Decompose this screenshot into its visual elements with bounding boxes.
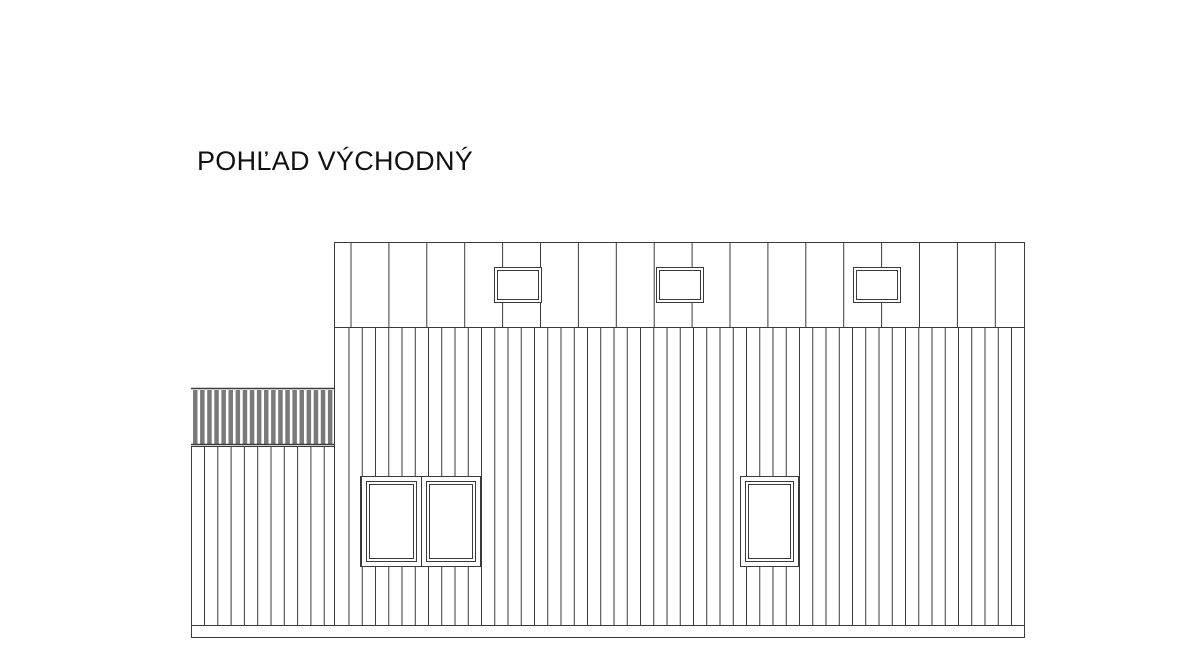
baluster bbox=[214, 390, 219, 444]
baluster bbox=[292, 390, 297, 444]
plinth-band bbox=[191, 625, 1025, 638]
baluster bbox=[221, 390, 226, 444]
baluster bbox=[207, 390, 212, 444]
window-glass bbox=[748, 484, 791, 559]
baluster bbox=[271, 390, 276, 444]
plinth bbox=[191, 625, 1025, 638]
windows bbox=[360, 267, 901, 567]
roof-window-sash bbox=[497, 270, 539, 300]
baluster bbox=[256, 390, 262, 444]
baluster bbox=[228, 390, 233, 444]
baluster bbox=[299, 390, 304, 444]
baluster bbox=[306, 390, 312, 444]
baluster bbox=[320, 390, 326, 444]
baluster bbox=[235, 390, 241, 444]
baluster bbox=[327, 390, 333, 444]
baluster bbox=[193, 390, 198, 444]
baluster bbox=[242, 390, 248, 444]
baluster bbox=[200, 390, 205, 444]
roof-window-sash bbox=[856, 270, 898, 300]
baluster bbox=[313, 390, 319, 444]
baluster bbox=[264, 390, 269, 444]
window-glass bbox=[429, 484, 473, 559]
baluster bbox=[285, 390, 290, 444]
roof-window-sash bbox=[659, 270, 701, 300]
baluster bbox=[278, 390, 283, 444]
drawing-title: POHĽAD VÝCHODNÝ bbox=[197, 146, 474, 176]
baluster bbox=[249, 390, 255, 444]
annex-wall bbox=[191, 446, 335, 625]
window-glass bbox=[369, 484, 414, 559]
balcony-railing bbox=[191, 387, 334, 446]
